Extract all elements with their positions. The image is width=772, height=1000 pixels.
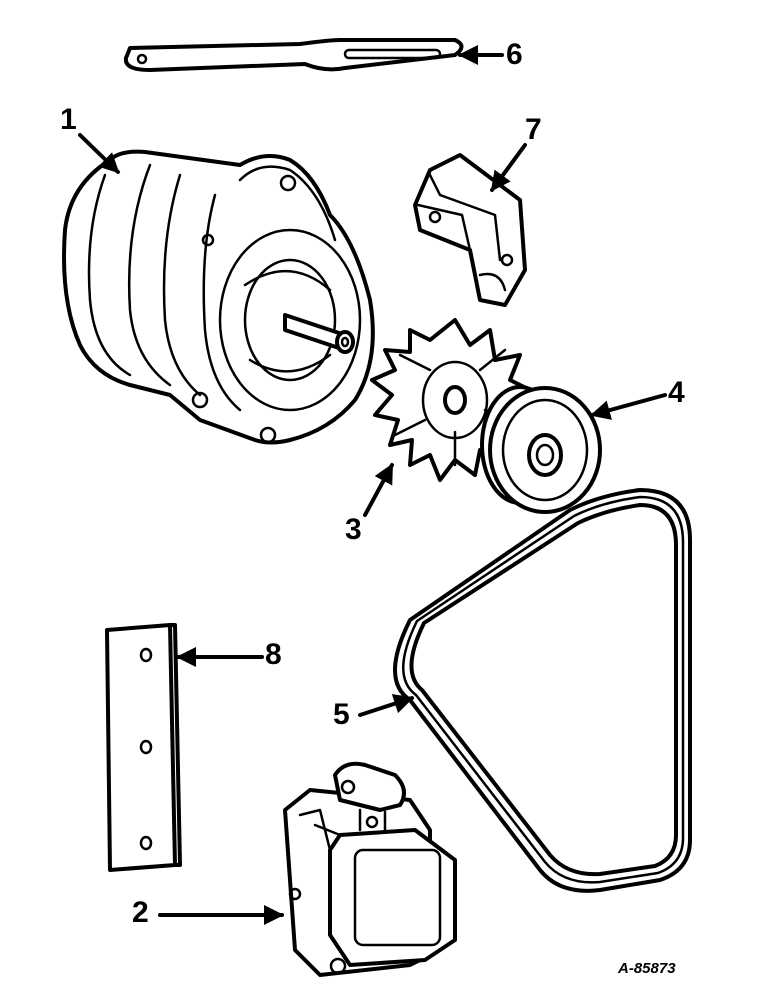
- spacer-plate: [105, 623, 182, 872]
- v-belt: [393, 488, 692, 893]
- callout-1: 1: [60, 103, 77, 136]
- callout-7: 7: [525, 113, 542, 146]
- pulley: [480, 385, 602, 514]
- callout-2: 2: [132, 896, 149, 929]
- voltage-regulator: [283, 761, 457, 977]
- callout-8: 8: [265, 638, 282, 671]
- callout-4: 4: [668, 376, 685, 409]
- alternator: [62, 149, 375, 445]
- leader-lines: [78, 45, 667, 925]
- mounting-bracket: [413, 153, 527, 307]
- callout-3: 3: [345, 513, 362, 546]
- leader-3: [363, 463, 394, 517]
- leader-1: [78, 133, 120, 174]
- callout-6: 6: [506, 38, 523, 71]
- callout-5: 5: [333, 698, 350, 731]
- leader-4: [590, 393, 667, 420]
- adjusting-strap: [123, 38, 464, 72]
- reference-code: A-85873: [618, 960, 676, 977]
- leader-7: [490, 143, 527, 192]
- leader-5: [358, 694, 414, 717]
